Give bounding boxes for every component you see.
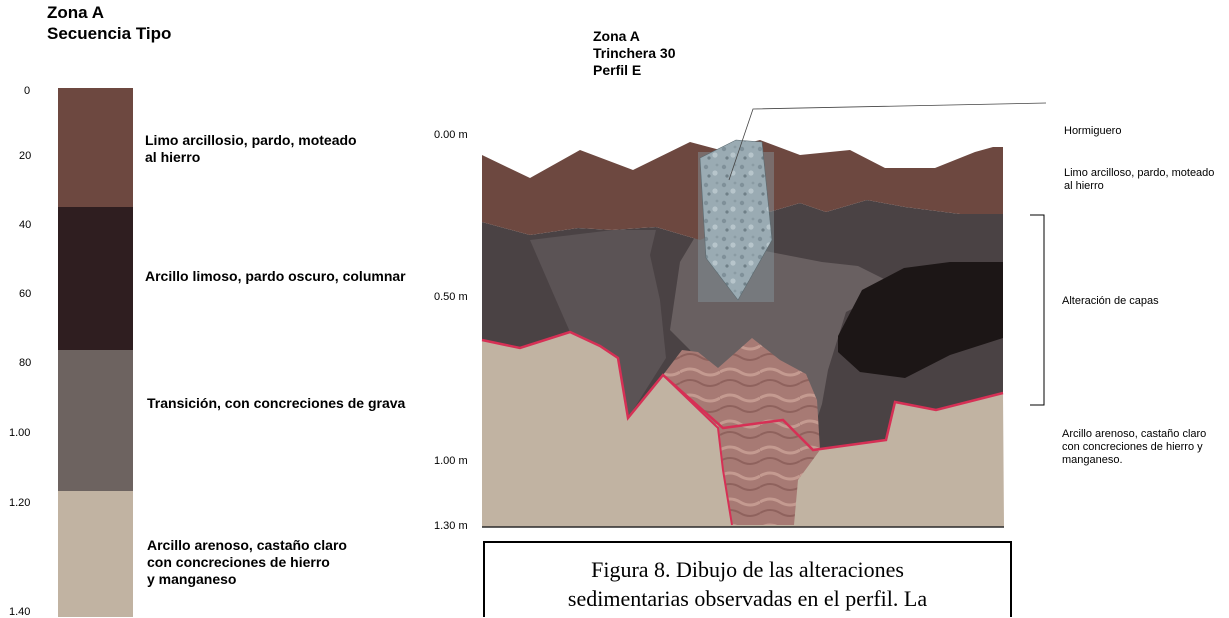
depth-tick: 1.20 xyxy=(9,497,31,509)
layer-label-arcillo-arenoso: Arcillo arenoso, castaño claro con concr… xyxy=(147,537,347,587)
depth-tick: 1.00 xyxy=(9,427,31,439)
right-title-trench: Trinchera 30 xyxy=(593,45,676,61)
boundary-line xyxy=(481,330,1004,452)
annotation-alteracion: Alteración de capas xyxy=(1062,295,1159,307)
caption-line: Figura 8. Dibujo de las alteraciones xyxy=(591,557,904,582)
profile-depth-label: 1.00 m xyxy=(434,455,468,467)
profile-depth-label: 1.30 m xyxy=(434,520,468,532)
column-layer-transicion xyxy=(58,350,133,491)
disturbed-pit xyxy=(663,338,820,525)
caption-line: sedimentarias observadas en el perfil. L… xyxy=(567,586,928,611)
anthill xyxy=(699,139,773,301)
column-layer-arcillo-limoso xyxy=(58,207,133,350)
right-title-zone: Zona A xyxy=(593,28,640,44)
hormiguero-leader xyxy=(728,102,1047,181)
depth-tick: 20 xyxy=(19,150,32,162)
annotation-limo: Limo arcilloso, pardo, moteado al hierro xyxy=(1064,167,1215,192)
depth-tick: 80 xyxy=(19,357,32,369)
layer-grey-wedge xyxy=(530,230,666,418)
figure-caption: Figura 8. Dibujo de las alteraciones sed… xyxy=(483,541,1012,617)
right-title-profile: Perfil E xyxy=(593,62,642,78)
layer-label-limo: Limo arcillosio, pardo, moteado al hierr… xyxy=(145,132,357,165)
profile-depth-label: 0.50 m xyxy=(434,291,468,303)
annotation-hormiguero: Hormiguero xyxy=(1064,125,1122,137)
annotation-arcillo: Arcillo arenoso, castaño claro con concr… xyxy=(1062,428,1207,466)
layer-label-arcillo-limoso: Arcillo limoso, pardo oscuro, columnar xyxy=(145,268,406,284)
pit-boundary xyxy=(662,374,733,526)
profile-depth-label: 0.00 m xyxy=(434,129,468,141)
layer-very-dark-lens xyxy=(838,262,1003,378)
left-title-sequence: Secuencia Tipo xyxy=(47,24,172,43)
left-title-zone: Zona A xyxy=(47,3,104,22)
column-layer-limo xyxy=(58,88,133,207)
alteracion-bracket xyxy=(1030,214,1045,406)
depth-tick: 60 xyxy=(19,288,32,300)
column-layer-arcillo-arenoso xyxy=(58,491,133,617)
depth-tick: 0 xyxy=(24,85,31,97)
depth-tick: 40 xyxy=(19,219,32,231)
depth-tick: 1.40 xyxy=(9,606,31,618)
layer-label-transicion: Transición, con concreciones de grava xyxy=(147,395,406,411)
